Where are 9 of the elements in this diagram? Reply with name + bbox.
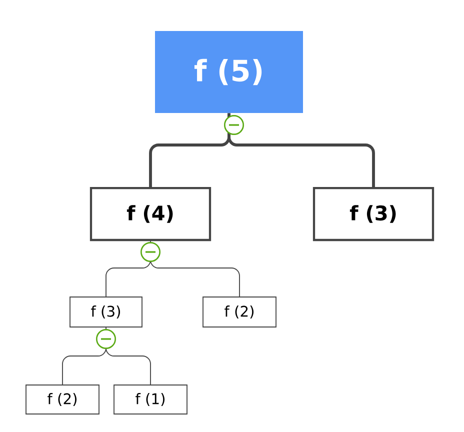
tree-node-box: f (4) [90,186,212,242]
tree-node-box: f (2) [202,296,276,328]
connector [106,327,151,385]
tree-node-box: f (3) [312,186,434,242]
tree-node-box: f (2) [26,384,100,414]
tree-node-box: f (1) [114,384,188,414]
connector [150,240,240,297]
tree-node-box: f (5) [155,31,303,113]
connector [228,113,375,187]
